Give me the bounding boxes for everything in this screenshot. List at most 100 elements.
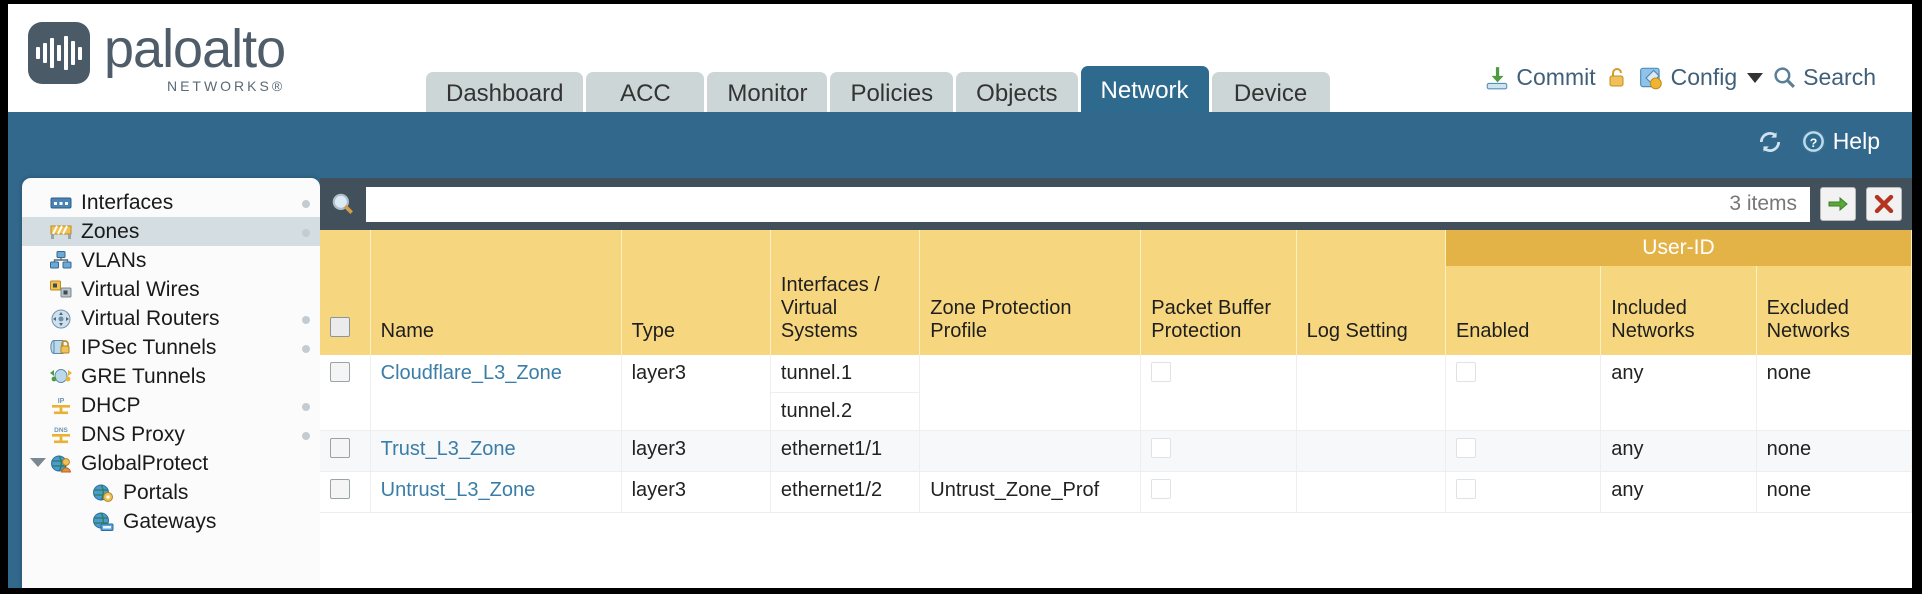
packet-buffer-protection-checkbox[interactable] [1151, 479, 1172, 499]
zones-icon [50, 222, 72, 242]
sidebar-item-dns-proxy[interactable]: DNS DNS Proxy [22, 420, 320, 449]
column-header-zone-protection-profile[interactable]: Zone Protection Profile [919, 266, 1142, 355]
cell-name[interactable]: Untrust_L3_Zone [370, 471, 622, 513]
row-select-cell[interactable] [320, 430, 371, 472]
userid-enabled-checkbox[interactable] [1455, 362, 1476, 382]
sidebar-item-ipsec-tunnels[interactable]: IPSec Tunnels [22, 333, 320, 362]
sidebar-item-label: GlobalProtect [81, 451, 209, 475]
app-window: paloalto NETWORKS® Dashboard ACC Monitor… [8, 4, 1912, 588]
cell-packet-buffer-protection[interactable] [1140, 471, 1297, 513]
sub-toolbar-actions: ? Help [1756, 128, 1880, 155]
group-spacer-name [370, 230, 622, 266]
vlans-icon [50, 250, 72, 271]
svg-text:DNS: DNS [54, 427, 68, 434]
packet-buffer-protection-checkbox[interactable] [1151, 362, 1172, 382]
tab-policies[interactable]: Policies [830, 72, 954, 116]
select-all-header[interactable] [320, 266, 371, 355]
cell-packet-buffer-protection[interactable] [1140, 355, 1297, 431]
table-row[interactable]: Trust_L3_Zone layer3 ethernet1/1 any non… [320, 430, 1912, 472]
row-select-cell[interactable] [320, 471, 371, 513]
status-dot [302, 432, 310, 440]
gre-tunnels-icon [50, 367, 72, 387]
interface-item: tunnel.2 [780, 400, 853, 422]
userid-enabled-checkbox[interactable] [1455, 438, 1476, 458]
column-header-excluded-networks[interactable]: Excluded Networks [1756, 266, 1912, 355]
apply-filter-button[interactable] [1820, 187, 1856, 221]
cell-interfaces: ethernet1/1 [770, 430, 921, 472]
sidebar-item-interfaces[interactable]: Interfaces [22, 188, 320, 217]
tab-monitor[interactable]: Monitor [707, 72, 828, 116]
row-checkbox[interactable] [330, 438, 350, 458]
sidebar-item-globalprotect[interactable]: GlobalProtect [22, 449, 320, 478]
column-header-included-networks[interactable]: Included Networks [1600, 266, 1757, 355]
column-header-type[interactable]: Type [621, 266, 771, 355]
help-button[interactable]: ? Help [1800, 128, 1880, 155]
table-row[interactable]: Untrust_L3_Zone layer3 ethernet1/2 Untru… [320, 471, 1912, 513]
table-row[interactable]: Cloudflare_L3_Zone layer3 tunnel.1 tunne… [320, 355, 1912, 431]
status-dot [302, 403, 310, 411]
chevron-down-icon[interactable] [30, 458, 46, 467]
green-arrow-icon [1828, 196, 1848, 212]
refresh-icon[interactable] [1756, 129, 1784, 155]
packet-buffer-protection-checkbox[interactable] [1151, 438, 1172, 458]
column-header-interfaces[interactable]: Interfaces / Virtual Systems [770, 266, 921, 355]
dns-proxy-icon: DNS [50, 425, 72, 445]
sidebar-item-gre-tunnels[interactable]: GRE Tunnels [22, 362, 320, 391]
tab-acc[interactable]: ACC [586, 72, 705, 116]
column-header-log-setting[interactable]: Log Setting [1296, 266, 1446, 355]
config-label: Config [1670, 64, 1738, 90]
column-header-enabled[interactable]: Enabled [1445, 266, 1602, 355]
sidebar-item-zones[interactable]: Zones [22, 217, 320, 246]
sidebar-item-dhcp[interactable]: IP DHCP [22, 391, 320, 420]
cell-zone-protection-profile [919, 355, 1142, 431]
zone-name-link[interactable]: Cloudflare_L3_Zone [380, 362, 562, 384]
userid-enabled-checkbox[interactable] [1455, 479, 1476, 499]
cell-name[interactable]: Cloudflare_L3_Zone [370, 355, 622, 431]
cell-userid-enabled[interactable] [1445, 471, 1602, 513]
clear-filter-button[interactable] [1866, 187, 1902, 221]
sidebar-item-vlans[interactable]: VLANs [22, 246, 320, 275]
search-icon[interactable] [330, 191, 356, 217]
status-dot [302, 200, 310, 208]
sub-toolbar: ? Help [8, 112, 1912, 178]
cell-interfaces: ethernet1/2 [770, 471, 921, 513]
row-checkbox[interactable] [330, 362, 350, 382]
row-select-cell[interactable] [320, 355, 371, 431]
select-all-checkbox[interactable] [330, 317, 350, 337]
cell-zone-protection-profile: Untrust_Zone_Prof [919, 471, 1142, 513]
group-spacer-zpp [919, 230, 1142, 266]
cell-packet-buffer-protection[interactable] [1140, 430, 1297, 472]
app-body: Interfaces Zones VLANs [8, 178, 1912, 588]
group-spacer-select [320, 230, 371, 266]
cell-log-setting [1296, 471, 1446, 513]
cell-included-networks: any [1600, 355, 1757, 431]
virtual-routers-icon [50, 309, 72, 329]
column-header-name[interactable]: Name [370, 266, 622, 355]
cell-userid-enabled[interactable] [1445, 355, 1602, 431]
row-checkbox[interactable] [330, 479, 350, 499]
tab-device[interactable]: Device [1211, 72, 1330, 116]
sidebar-item-virtual-wires[interactable]: Virtual Wires [22, 275, 320, 304]
cell-log-setting [1296, 430, 1446, 472]
search-input[interactable]: 3 items [366, 186, 1810, 222]
search-button[interactable]: Search [1772, 64, 1876, 91]
zone-name-link[interactable]: Untrust_L3_Zone [380, 479, 536, 501]
cell-userid-enabled[interactable] [1445, 430, 1602, 472]
sidebar-item-label: DHCP [81, 393, 141, 417]
tab-dashboard[interactable]: Dashboard [426, 72, 584, 116]
sidebar-item-virtual-routers[interactable]: Virtual Routers [22, 304, 320, 333]
cell-included-networks: any [1600, 430, 1757, 472]
sidebar-item-label: Portals [123, 480, 189, 504]
sidebar-item-portals[interactable]: Portals [22, 478, 320, 507]
commit-download-icon [1487, 66, 1508, 89]
sidebar-item-gateways[interactable]: Gateways [22, 507, 320, 536]
lock-icon[interactable] [1605, 65, 1629, 91]
zone-name-link[interactable]: Trust_L3_Zone [380, 438, 516, 460]
cell-name[interactable]: Trust_L3_Zone [370, 430, 622, 472]
table-group-header-row: User-ID [320, 230, 1912, 266]
commit-button[interactable]: Commit [1484, 64, 1596, 91]
column-header-packet-buffer-protection[interactable]: Packet Buffer Protection [1140, 266, 1297, 355]
config-menu[interactable]: Config [1638, 64, 1764, 91]
tab-objects[interactable]: Objects [956, 72, 1078, 116]
tab-network[interactable]: Network [1080, 66, 1209, 116]
